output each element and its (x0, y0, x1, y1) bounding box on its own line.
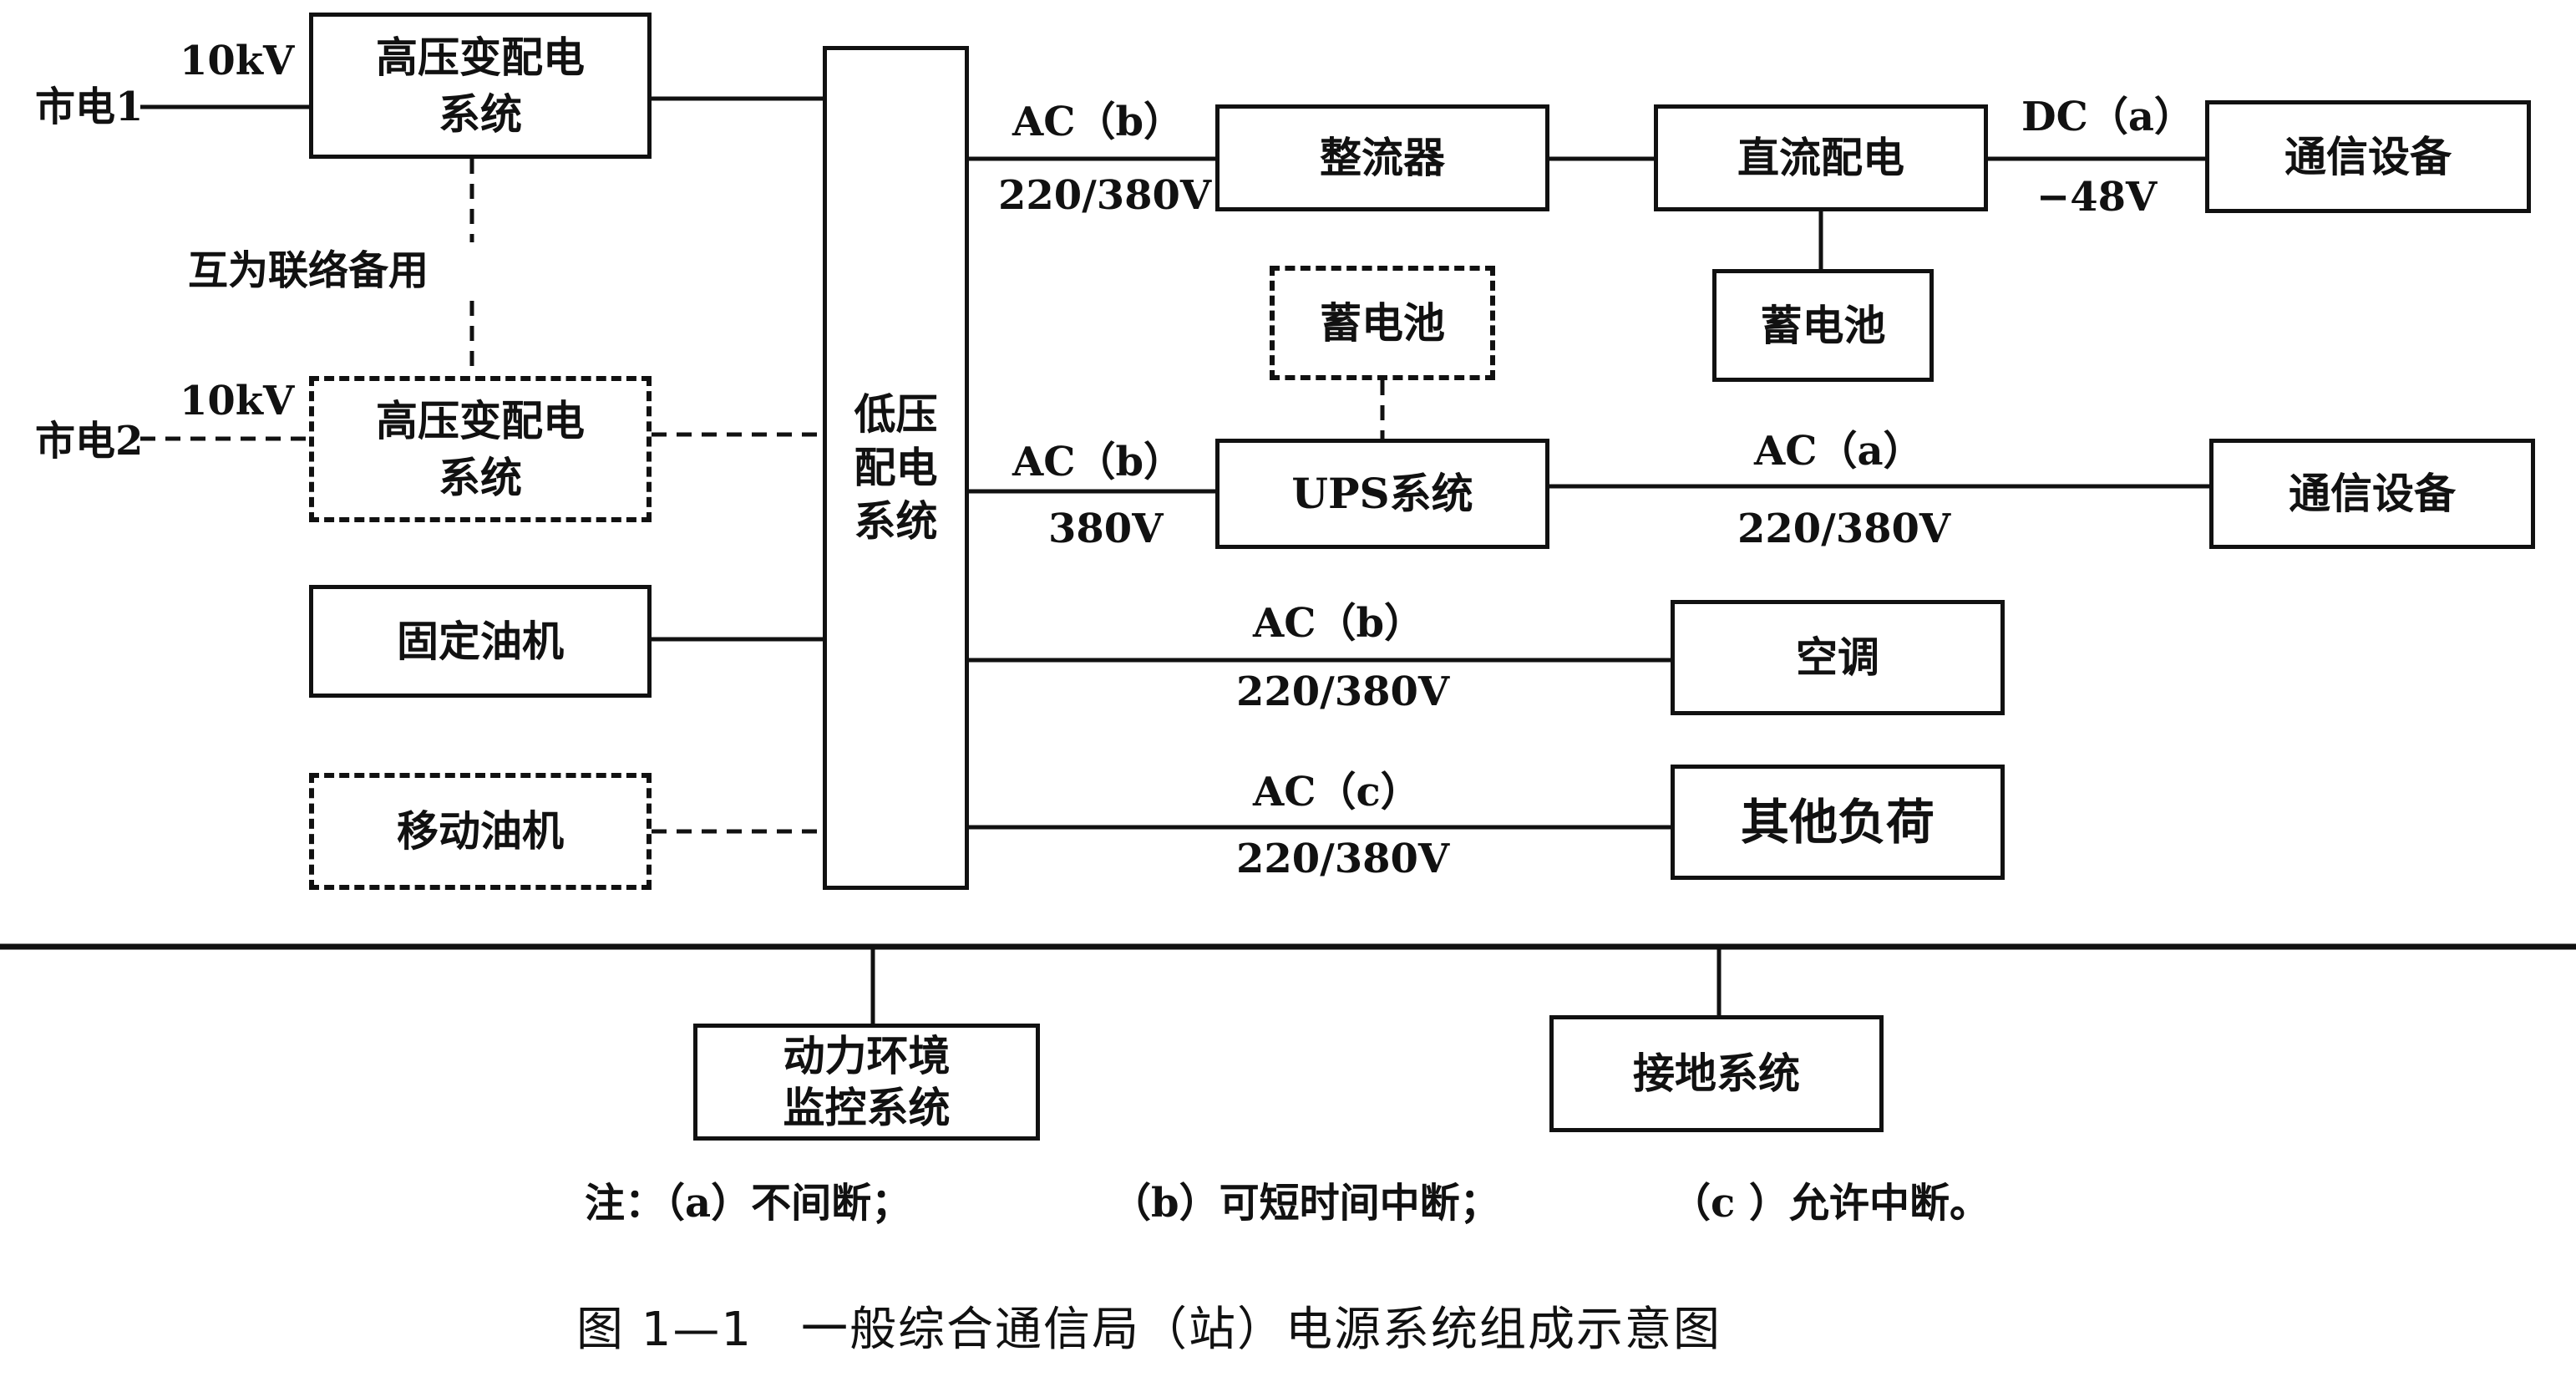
ups-output-ac-label: AC（a） (1754, 428, 1924, 475)
ups-voltage-label: 380V (1048, 506, 1164, 552)
note-uninterrupted: 注：（a）不间断； (585, 1180, 912, 1227)
aircon-ac-label: AC（b） (1253, 600, 1425, 647)
hv-substation-1-box: 高压变配电 系统 (309, 13, 652, 159)
kv2-label: 10kV (180, 378, 295, 424)
mains2-label: 市电2 (35, 418, 144, 465)
fixed-generator-label: 固定油机 (397, 616, 564, 666)
ups-output-voltage-label: 220/380V (1737, 506, 1951, 552)
aircon-box: 空调 (1671, 600, 2005, 715)
dc-voltage-label: −48V (2036, 174, 2158, 221)
fixed-generator-box: 固定油机 (309, 585, 652, 698)
note-short-interruption: （b）可短时间中断； (1111, 1180, 1500, 1227)
dc-distribution-label: 直流配电 (1737, 133, 1904, 182)
hv-substation-1-label: 高压变配电 系统 (376, 32, 585, 139)
rectifier-box: 整流器 (1215, 104, 1549, 211)
dc-battery-label: 蓄电池 (1760, 300, 1886, 350)
rectifier-ac-label: AC（b） (1012, 99, 1184, 145)
dc-distribution-box: 直流配电 (1654, 104, 1988, 211)
dc-comm-equipment-box: 通信设备 (2205, 100, 2531, 213)
rectifier-label: 整流器 (1320, 133, 1445, 182)
note-interruption-allowed: （c ）允许中断。 (1671, 1180, 1990, 1227)
figure-caption: 图 1—1 一般综合通信局（站）电源系统组成示意图 (576, 1303, 1722, 1357)
other-load-label: 其他负荷 (1740, 794, 1935, 851)
mobile-generator-box: 移动油机 (309, 773, 652, 890)
ups-battery-label: 蓄电池 (1320, 297, 1445, 348)
other-voltage-label: 220/380V (1236, 836, 1450, 882)
ups-system-box: UPS系统 (1215, 439, 1549, 549)
hv-substation-2-label: 高压变配电 系统 (376, 395, 585, 502)
grounding-label: 接地系统 (1633, 1049, 1800, 1098)
dc-type-label: DC（a） (2021, 94, 2194, 140)
backup-label: 互为联络备用 (188, 247, 429, 294)
ups-battery-box: 蓄电池 (1270, 266, 1495, 380)
ups-system-label: UPS系统 (1291, 469, 1473, 518)
mobile-generator-label: 移动油机 (397, 806, 564, 856)
other-ac-label: AC（c） (1253, 769, 1421, 816)
hv-substation-2-box: 高压变配电 系统 (309, 376, 652, 522)
aircon-voltage-label: 220/380V (1236, 668, 1450, 715)
ac-comm-equipment-box: 通信设备 (2209, 439, 2535, 549)
other-load-box: 其他负荷 (1671, 765, 2005, 880)
env-monitor-box: 动力环境 监控系统 (693, 1024, 1040, 1141)
lv-distribution-label: 低压 配电 系统 (854, 389, 938, 546)
ups-ac-label: AC（b） (1012, 439, 1184, 485)
dc-comm-equipment-label: 通信设备 (2284, 131, 2452, 181)
rectifier-voltage-label: 220/380V (998, 172, 1212, 219)
ac-comm-equipment-label: 通信设备 (2289, 469, 2456, 518)
lv-distribution-box: 低压 配电 系统 (823, 46, 969, 890)
mains1-label: 市电1 (35, 84, 144, 130)
aircon-label: 空调 (1796, 633, 1879, 682)
kv1-label: 10kV (180, 38, 295, 84)
dc-battery-box: 蓄电池 (1712, 269, 1934, 382)
grounding-box: 接地系统 (1549, 1015, 1884, 1132)
env-monitor-label: 动力环境 监控系统 (783, 1031, 951, 1132)
